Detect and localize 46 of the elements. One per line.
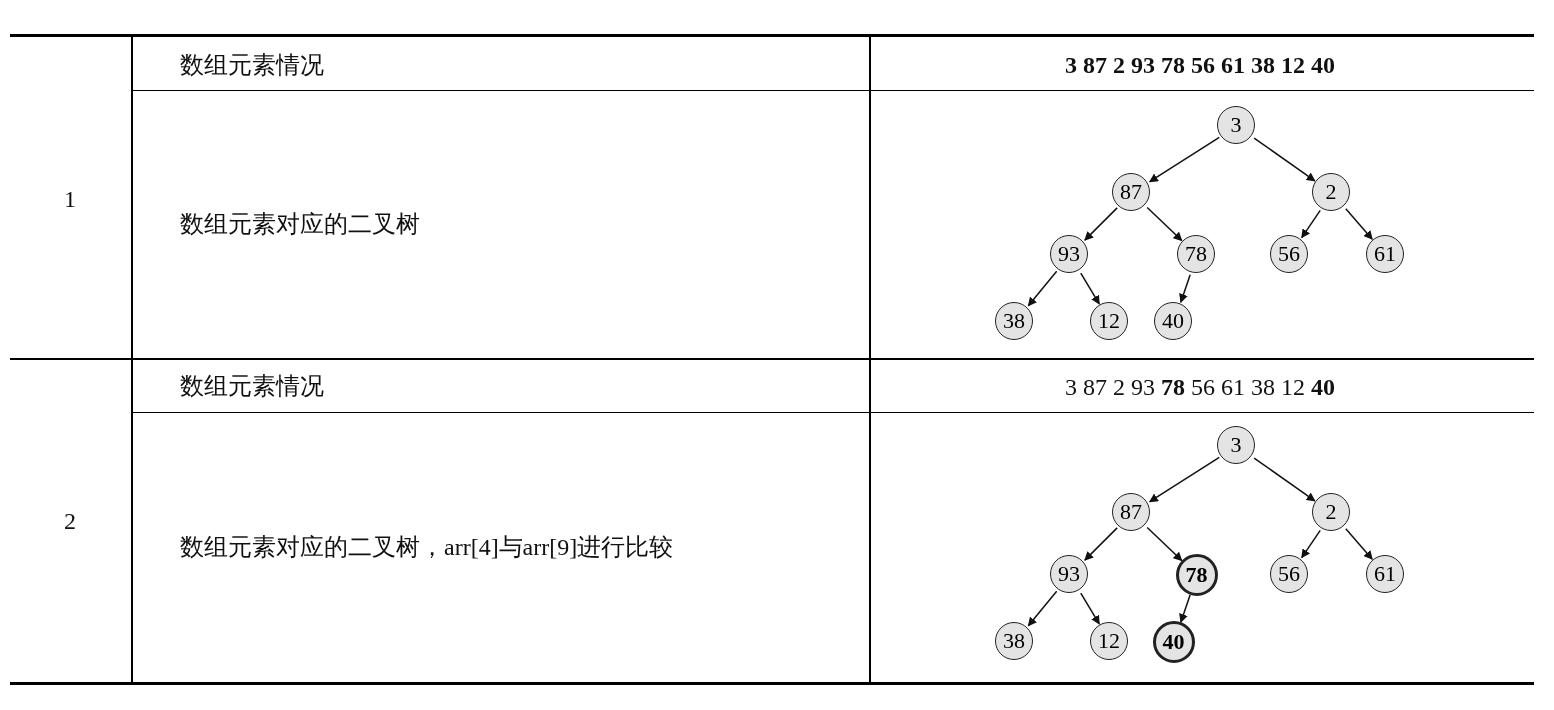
arrow: [1345, 208, 1373, 240]
arrow: [1084, 527, 1118, 561]
tree-node: 78: [1175, 553, 1218, 596]
arrow: [1179, 594, 1191, 623]
tree-node: 3: [1217, 106, 1255, 144]
tree-node: 87: [1112, 173, 1150, 211]
arrow: [1179, 274, 1191, 303]
arrow: [1146, 526, 1183, 562]
row-number: 1: [64, 185, 76, 213]
arrow: [1301, 209, 1321, 239]
arrow: [1084, 207, 1118, 241]
cell-text: 3 87 2 93 78 56 61 38 12 40: [1065, 51, 1335, 79]
row-number: 2: [64, 507, 76, 535]
tree-node: 61: [1366, 235, 1404, 273]
tree-node: 3: [1217, 426, 1255, 464]
arrow: [1146, 206, 1183, 242]
tree-node: 61: [1366, 555, 1404, 593]
tree-node: 40: [1152, 620, 1195, 663]
tree-node: 87: [1112, 493, 1150, 531]
tree-node: 93: [1050, 555, 1088, 593]
tree-node: 93: [1050, 235, 1088, 273]
tree-node: 38: [995, 302, 1033, 340]
tree-node: 12: [1090, 302, 1128, 340]
cell-text: 数组元素情况: [180, 372, 324, 401]
tree-node: 40: [1154, 302, 1192, 340]
arrow: [1027, 590, 1058, 627]
arrow: [1148, 456, 1221, 503]
cell-text: 数组元素情况: [180, 51, 324, 80]
arrow: [1148, 136, 1221, 183]
cell-text: 3 87 2 93 78 56 61 38 12 40: [1065, 373, 1335, 401]
arrow: [1080, 272, 1100, 305]
tree-node: 12: [1090, 622, 1128, 660]
arrow: [1345, 528, 1373, 560]
arrow: [1253, 137, 1316, 182]
arrow: [1301, 529, 1321, 559]
tree-node: 2: [1312, 493, 1350, 531]
tree-node: 56: [1270, 555, 1308, 593]
tree-node: 38: [995, 622, 1033, 660]
arrow: [1253, 457, 1316, 502]
tree-node: 78: [1177, 235, 1215, 273]
arrow: [1080, 592, 1100, 625]
tree-node: 2: [1312, 173, 1350, 211]
cell-text: 数组元素对应的二叉树，arr[4]与arr[9]进行比较: [180, 533, 674, 562]
cell-text: 数组元素对应的二叉树: [180, 210, 420, 239]
tree-node: 56: [1270, 235, 1308, 273]
arrow: [1027, 270, 1058, 307]
